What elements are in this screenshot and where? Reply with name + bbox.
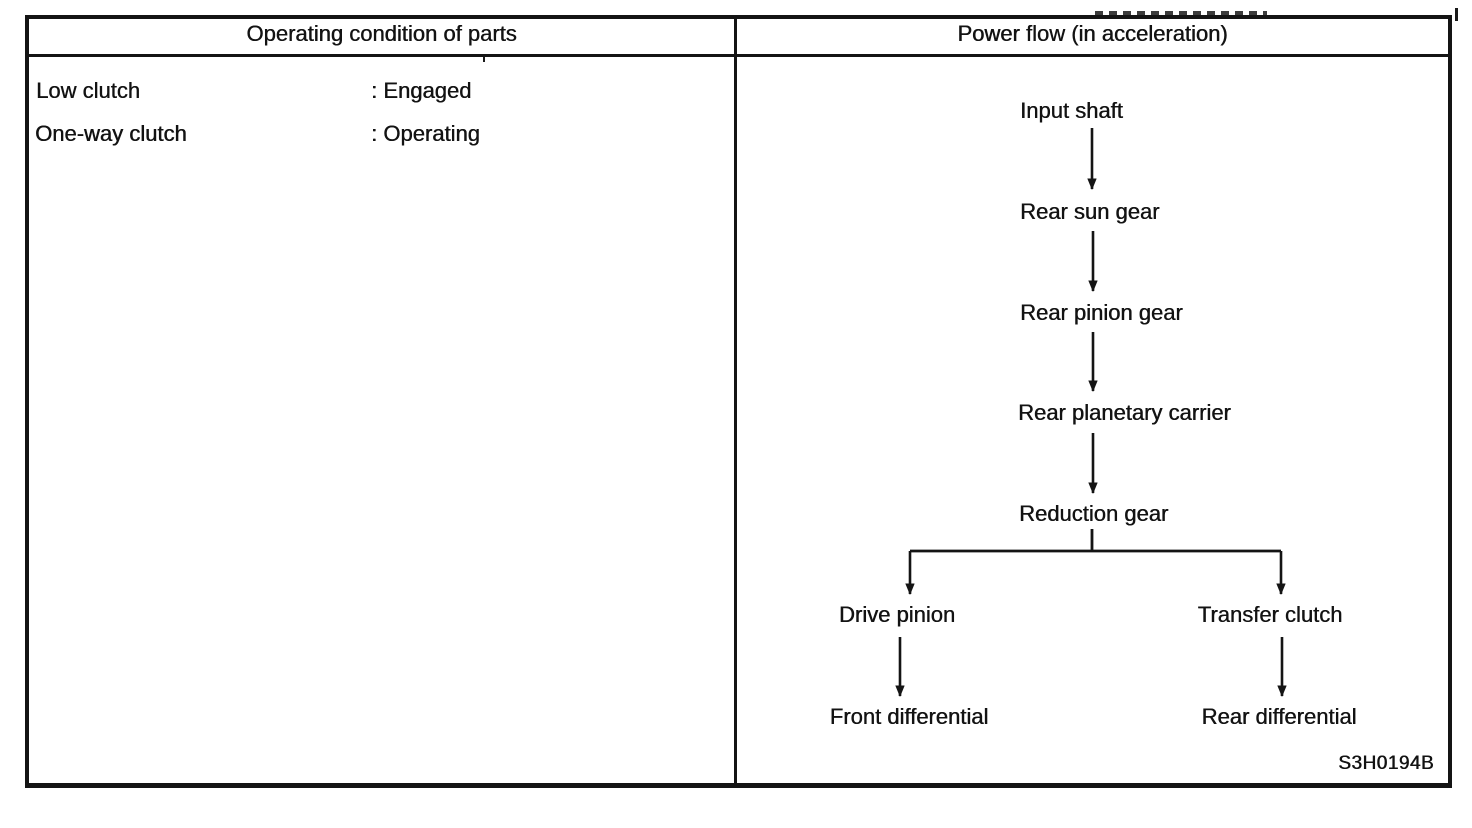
condition-state-one-way-clutch: : Operating (371, 121, 480, 146)
left-column-header: Operating condition of parts (246, 21, 517, 46)
condition-part-one-way-clutch: One-way clutch (35, 121, 187, 146)
flow-node-transfer-clutch: Transfer clutch (1197, 602, 1343, 627)
flow-node-rear-differential: Rear differential (1201, 704, 1357, 729)
table-outer-border (25, 15, 1452, 788)
flow-node-drive-pinion: Drive pinion (838, 602, 956, 627)
flow-node-input-shaft: Input shaft (1020, 98, 1123, 123)
flow-node-reduction-gear: Reduction gear (1019, 501, 1169, 526)
flow-node-rear-sun-gear: Rear sun gear (1020, 199, 1160, 224)
right-column-header: Power flow (in acceleration) (957, 21, 1228, 46)
flow-node-front-differential: Front differential (829, 704, 989, 729)
flow-node-rear-planetary-carrier: Rear planetary carrier (1018, 400, 1231, 425)
figure-id: S3H0194B (1338, 753, 1434, 774)
header-row-separator (29, 54, 1448, 57)
condition-part-low-clutch: Low clutch (36, 78, 140, 103)
scan-noise (1095, 11, 1267, 15)
flow-node-rear-pinion-gear: Rear pinion gear (1020, 300, 1183, 325)
condition-state-low-clutch: : Engaged (371, 78, 472, 103)
column-divider (734, 19, 737, 783)
scan-noise (483, 57, 485, 62)
scan-noise (1455, 8, 1458, 21)
